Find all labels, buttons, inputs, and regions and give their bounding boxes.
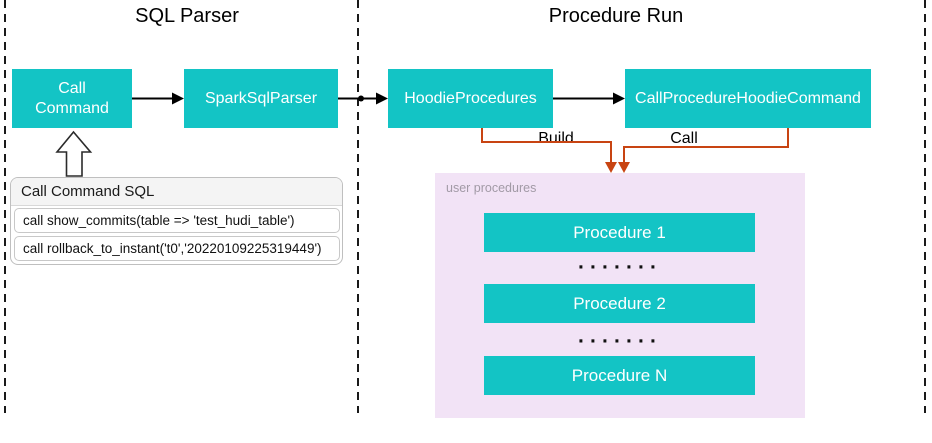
sql-row-rollback-to-instant: call rollback_to_instant('t0','202201092…	[14, 236, 340, 261]
black-right-arrow-1	[132, 92, 184, 105]
hollow-up-arrow-icon	[55, 130, 93, 177]
sql-panel-title: Call Command SQL	[11, 178, 342, 206]
ellipsis-row-1: ·······	[578, 256, 662, 279]
node-hoodie-procedures-label: HoodieProcedures	[404, 89, 537, 107]
black-right-arrow-3	[553, 92, 625, 105]
ellipsis-row-2: ·······	[578, 330, 662, 353]
node-hoodie-procedures: HoodieProcedures	[388, 69, 553, 128]
procedure-item-2: Procedure 2	[484, 284, 755, 323]
section-title-sql-parser: SQL Parser	[135, 5, 239, 27]
procedure-item-1: Procedure 1	[484, 213, 755, 252]
sql-row-show-commits: call show_commits(table => 'test_hudi_ta…	[14, 208, 340, 233]
edge-label-build: Build	[538, 130, 574, 147]
node-call-command: Call Command	[12, 69, 132, 128]
node-call-procedure-hoodie-command: CallProcedureHoodieCommand	[625, 69, 871, 128]
section-divider-left	[4, 0, 6, 413]
black-right-arrow-2	[338, 92, 388, 105]
node-spark-sql-parser-label: SparkSqlParser	[204, 89, 318, 107]
user-procedures-panel: user procedures Procedure 1 ······· Proc…	[435, 173, 805, 418]
node-call-procedure-hoodie-command-label: CallProcedureHoodieCommand	[635, 89, 861, 107]
orange-call-arrow	[618, 128, 789, 173]
procedure-item-n: Procedure N	[484, 356, 755, 395]
node-spark-sql-parser: SparkSqlParser	[184, 69, 338, 128]
user-procedures-label: user procedures	[446, 181, 537, 195]
sql-examples-panel: Call Command SQL call show_commits(table…	[10, 177, 343, 265]
section-divider-right	[924, 0, 926, 413]
edge-label-call: Call	[670, 130, 698, 147]
section-divider-middle	[357, 0, 359, 413]
node-call-command-label: Call Command	[35, 79, 109, 117]
section-title-procedure-run: Procedure Run	[548, 5, 684, 27]
